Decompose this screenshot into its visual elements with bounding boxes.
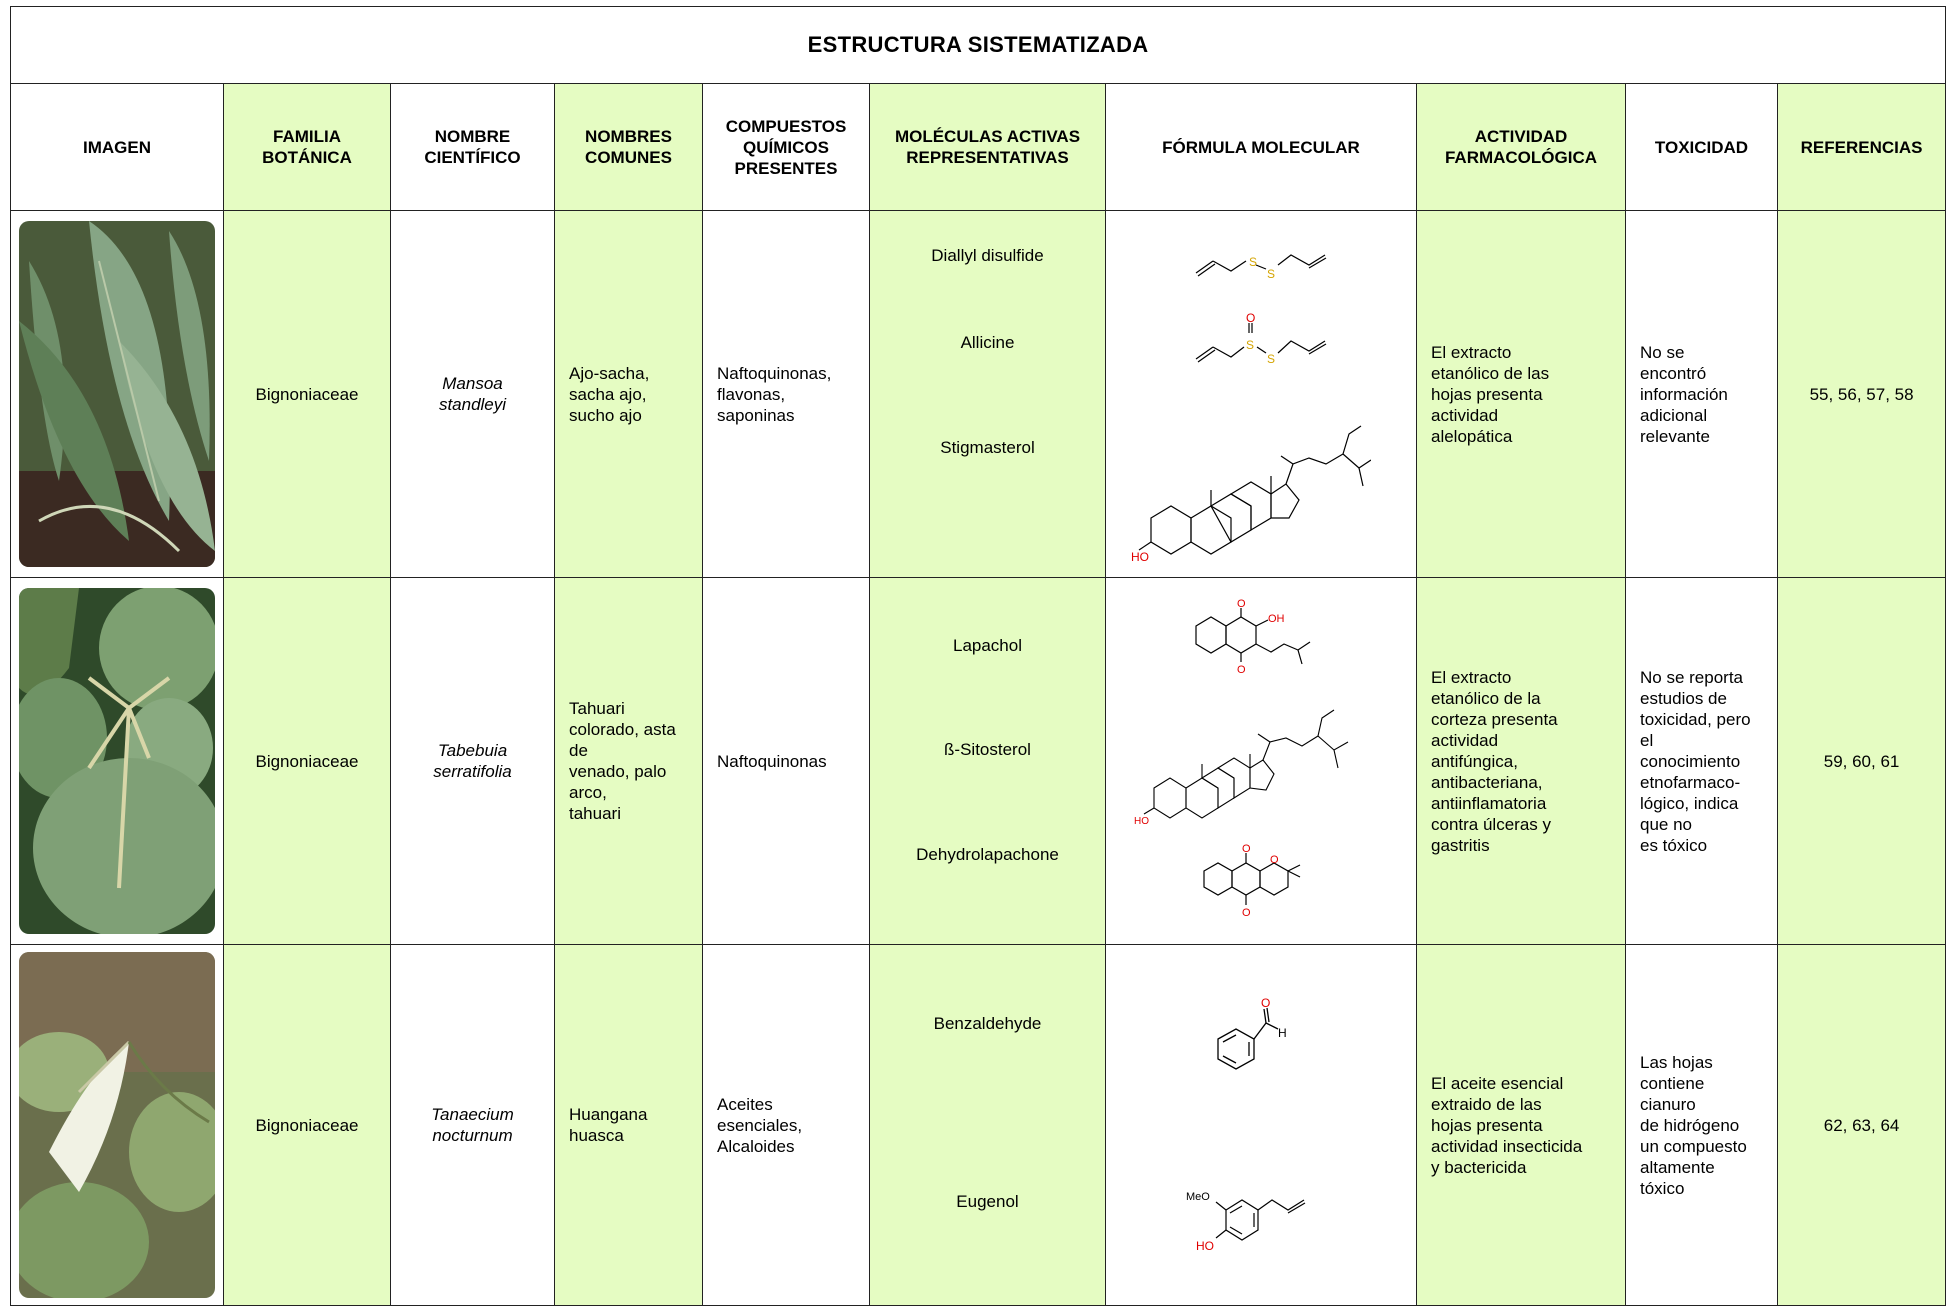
atom-label: HO [1134, 816, 1149, 827]
atom-label: O [1261, 996, 1270, 1010]
familia-cell: Bignoniaceae [223, 577, 391, 945]
header-toxicidad: TOXICIDAD [1625, 83, 1778, 211]
familia-cell: Bignoniaceae [223, 944, 391, 1306]
atom-label: OH [1268, 613, 1285, 625]
molecule-name: Diallyl disulfide [931, 246, 1044, 265]
molecule-name: ß-Sitosterol [944, 740, 1031, 759]
molecule-name: Dehydrolapachone [916, 845, 1059, 864]
molecule-name: Allicine [960, 333, 1015, 352]
header-referencias: REFERENCIAS [1776, 83, 1947, 211]
formula-cell: O H MeO HO [1105, 944, 1417, 1306]
image-cell [10, 944, 224, 1306]
structure-diallyl-disulfide: S S [1195, 254, 1327, 281]
header-formula: FÓRMULA MOLECULAR [1105, 83, 1417, 211]
atom-label: O [1270, 854, 1279, 866]
nombres-comunes-cell: Ajo-sacha,sacha ajo,sucho ajo [554, 210, 703, 578]
structure-benzaldehyde: O H [1217, 996, 1287, 1070]
compuestos-cell: Naftoquinonas,flavonas,saponinas [702, 210, 870, 578]
atom-label: O [1242, 907, 1251, 919]
plant-photo-mansoa [19, 221, 215, 567]
moleculas-cell: Benzaldehyde Eugenol [869, 944, 1106, 1306]
structure-eugenol: MeO HO [1186, 1191, 1306, 1253]
molecule-name: Benzaldehyde [933, 1014, 1042, 1033]
formula-cell: S S O S S [1105, 210, 1417, 578]
atom-label: MeO [1186, 1191, 1210, 1203]
atom-label: S [1246, 338, 1254, 352]
image-cell [10, 210, 224, 578]
compuestos-cell: Naftoquinonas [702, 577, 870, 945]
molecule-name: Stigmasterol [940, 438, 1035, 457]
plant-photo-tabebuia [19, 588, 215, 934]
referencias-cell: 55, 56, 57, 58 [1776, 210, 1947, 578]
structure-stigmasterol: HO [1131, 425, 1371, 564]
atom-label: HO [1196, 1239, 1214, 1253]
atom-label: S [1249, 255, 1257, 269]
structure-sitosterol: HO [1134, 709, 1349, 827]
atom-label: O [1242, 843, 1251, 855]
table-title: ESTRUCTURA SISTEMATIZADA [9, 6, 1947, 84]
atom-label: O [1237, 664, 1246, 676]
atom-label: O [1246, 311, 1255, 325]
atom-label: S [1267, 267, 1275, 281]
header-imagen: IMAGEN [10, 83, 224, 211]
referencias-cell: 59, 60, 61 [1776, 577, 1947, 945]
structure-dehydrolapachone: O O O [1203, 843, 1301, 919]
molecule-name: Eugenol [956, 1192, 1019, 1211]
molecule-name: Lapachol [952, 636, 1022, 655]
formula-cell: O OH O HO [1105, 577, 1417, 945]
atom-label: S [1267, 352, 1275, 366]
atom-label: H [1278, 1026, 1287, 1040]
atom-label: O [1237, 598, 1246, 610]
structure-lapachol: O OH O [1195, 598, 1311, 676]
moleculas-cell: Diallyl disulfide Allicine Stigmasterol [869, 210, 1106, 578]
referencias-cell: 62, 63, 64 [1776, 944, 1947, 1306]
familia-cell: Bignoniaceae [223, 210, 391, 578]
plant-photo-tanaecium [19, 952, 215, 1298]
atom-label: HO [1131, 550, 1149, 564]
moleculas-cell: Lapachol ß-Sitosterol Dehydrolapachone [869, 577, 1106, 945]
image-cell [10, 577, 224, 945]
structure-allicine: O S S [1195, 311, 1327, 366]
